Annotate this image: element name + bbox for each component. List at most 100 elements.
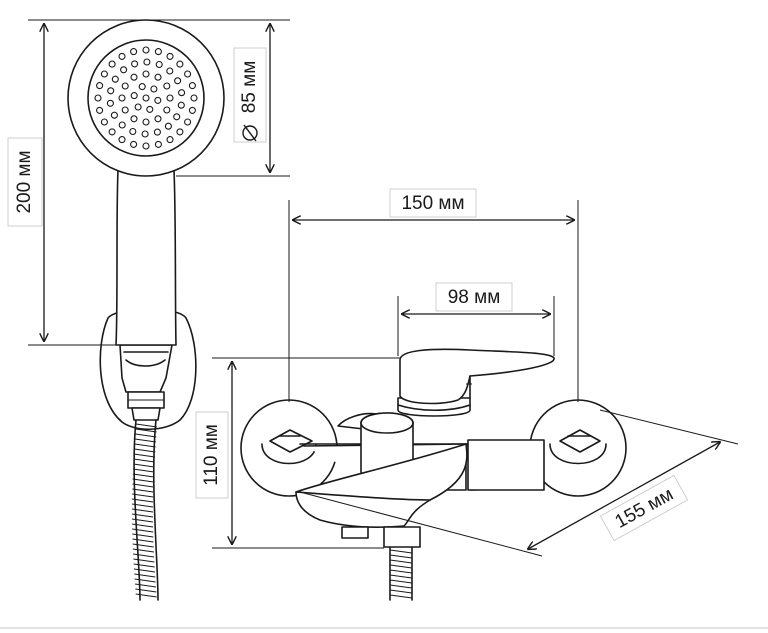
nozzle-icon: [143, 58, 151, 66]
hose-rib: [133, 568, 156, 573]
shower-outlet: [383, 526, 421, 548]
hose-rib: [134, 443, 156, 448]
hose-rib: [132, 528, 154, 533]
nozzle-icon: [154, 73, 162, 81]
nozzle-icon: [142, 142, 150, 150]
nozzle-icon: [164, 122, 172, 130]
hose-rib: [135, 593, 157, 598]
hose-rib: [132, 523, 154, 528]
nozzle-icon: [107, 87, 115, 95]
nozzle-icon: [100, 118, 108, 126]
left-wall-flange: [240, 399, 338, 497]
hose-rib: [133, 463, 155, 468]
hose-rib: [131, 513, 154, 518]
nozzle-icon: [166, 67, 174, 75]
label-155mm-group: 155 мм: [599, 474, 689, 542]
nozzle-icon: [118, 136, 126, 144]
hose-rib: [132, 473, 154, 478]
nozzle-icon: [190, 94, 198, 102]
nozzle-icon: [163, 106, 171, 114]
nozzle-icon: [142, 94, 150, 102]
nozzle-icon: [176, 60, 184, 68]
shower-head-face: [87, 39, 205, 157]
bath-mixer: [240, 348, 627, 601]
nozzle-icon: [178, 89, 186, 97]
nozzle-icon: [96, 82, 104, 90]
hand-shower: [67, 19, 225, 601]
nozzle-icon: [134, 103, 142, 111]
hose-rib: [135, 423, 158, 428]
nozzle-icon: [177, 101, 185, 109]
nozzle-icon: [94, 94, 102, 102]
hose-rib: [132, 488, 154, 493]
shower-handle: [115, 169, 177, 346]
hose-rib: [134, 573, 156, 578]
nozzle-icon: [110, 111, 118, 119]
hose-rib: [133, 558, 155, 563]
nozzle-icon: [108, 60, 116, 68]
aerator: [341, 526, 369, 539]
nozzle-icon: [108, 128, 116, 136]
nozzle-icon: [163, 82, 171, 90]
hose-rib: [132, 543, 154, 548]
hose-rib: [133, 458, 155, 463]
nozzle-icon: [166, 94, 174, 102]
nozzle-icon: [106, 99, 114, 107]
nozzle-icon: [154, 48, 162, 56]
nozzle-icon: [130, 115, 138, 123]
hose-rib: [389, 564, 413, 569]
hose-rib: [132, 483, 154, 488]
nozzle-icon: [130, 140, 138, 148]
hose-rib: [389, 569, 413, 574]
nozzle-icon: [131, 60, 139, 68]
hose-rib: [135, 433, 157, 438]
nozzle-icon: [146, 105, 154, 113]
label-85mm-group: 85 мм: [239, 61, 260, 142]
hose-rib: [134, 448, 156, 453]
hose-rib: [133, 468, 155, 473]
hose-rib: [132, 478, 154, 483]
nozzle-icon: [142, 118, 150, 126]
nozzle-icon: [154, 140, 162, 148]
nozzle-icon: [96, 106, 104, 114]
label-85mm: 85 мм: [239, 61, 260, 114]
shower-nozzles: [94, 46, 198, 150]
diverter-knob: [337, 412, 414, 479]
hose-rib: [389, 589, 413, 594]
label-110mm: 110 мм: [201, 424, 222, 486]
hose-rib: [134, 578, 156, 583]
hose-rib: [389, 584, 413, 589]
hose-rib: [132, 493, 154, 498]
nozzle-icon: [188, 82, 196, 90]
nozzle-icon: [118, 52, 126, 60]
lever-handle: [399, 348, 555, 405]
hose-rib: [133, 553, 155, 558]
dimension-lines: 200 мм 85 мм 150 мм 98 мм 110 мм: [7, 19, 739, 557]
hose-rib: [135, 428, 157, 433]
hose-rib: [132, 548, 154, 553]
nozzle-icon: [176, 128, 184, 136]
hose-rib: [131, 503, 154, 508]
hose-rib: [134, 583, 157, 588]
nozzle-icon: [166, 136, 174, 144]
hose-rib: [389, 579, 413, 584]
nozzle-icon: [130, 92, 138, 100]
hose-rib: [131, 508, 154, 513]
nozzle-icon: [142, 70, 150, 78]
nozzle-icon: [184, 70, 192, 78]
spout: [295, 443, 468, 528]
nozzle-icon: [141, 130, 149, 138]
mixer-body-end: [467, 439, 545, 491]
hose-rib: [132, 538, 154, 543]
nozzle-icon: [153, 128, 161, 136]
nozzle-icon: [154, 96, 162, 104]
nozzle-icon: [188, 106, 196, 114]
hose-rib: [389, 594, 413, 599]
hose-rib: [134, 438, 156, 443]
nozzle-icon: [154, 115, 162, 123]
label-200mm: 200 мм: [14, 150, 35, 213]
dim-line-155: [528, 442, 720, 549]
hose-rib: [389, 549, 413, 554]
hose-rib: [132, 533, 154, 538]
